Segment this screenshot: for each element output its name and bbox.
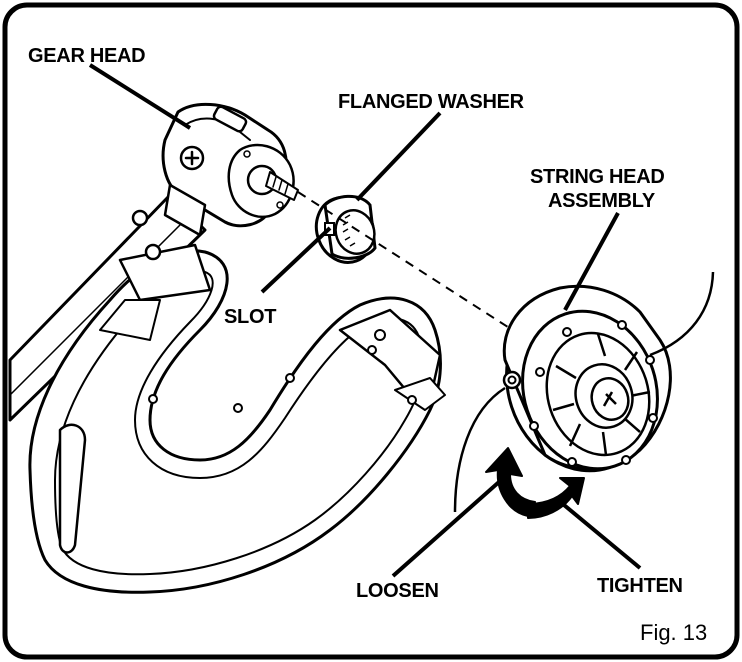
rotation-arrows bbox=[485, 447, 585, 519]
loosen-arrow-icon bbox=[485, 447, 536, 517]
assembly-axis-line bbox=[297, 191, 599, 386]
label-flanged-washer: FLANGED WASHER bbox=[338, 91, 525, 113]
label-slot: SLOT bbox=[224, 306, 276, 328]
leader-lines bbox=[88, 63, 642, 578]
label-gear-head: GEAR HEAD bbox=[28, 45, 145, 67]
label-string-head-line2: ASSEMBLY bbox=[548, 190, 656, 212]
trimmer-guard-drawing bbox=[8, 102, 446, 594]
string-head-drawing bbox=[453, 271, 715, 513]
tighten-arrow-icon bbox=[527, 477, 585, 519]
label-loosen: LOOSEN bbox=[356, 580, 439, 602]
label-tighten: TIGHTEN bbox=[597, 575, 683, 597]
label-string-head-line1: STRING HEAD bbox=[530, 166, 664, 188]
figure-caption: Fig. 13 bbox=[640, 620, 707, 645]
